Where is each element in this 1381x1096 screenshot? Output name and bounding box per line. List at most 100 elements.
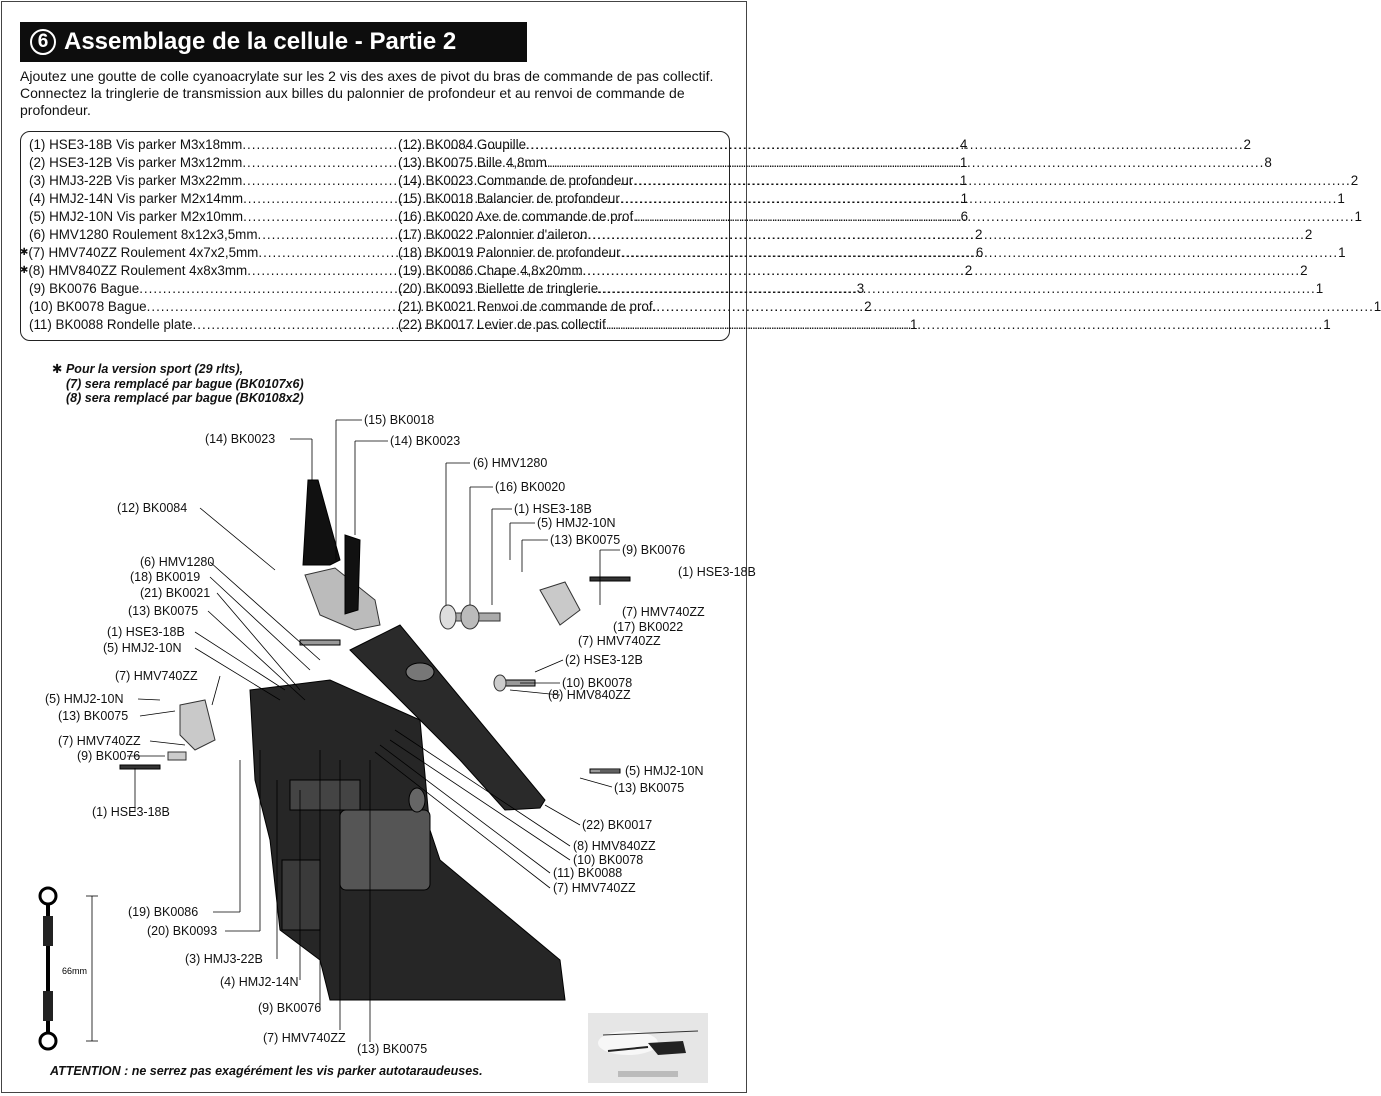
part-quantity: 8: [1264, 155, 1272, 170]
part-callout-label: (7) HMV740ZZ: [58, 734, 141, 748]
part-label: (5) HMJ2-10N Vis parker M2x10mm: [29, 209, 244, 224]
dot-leader: [547, 154, 1265, 172]
parts-list-item: (3) HMJ3-22B Vis parker M3x22mm1: [29, 172, 967, 190]
parts-list-item: (5) HMJ2-10N Vis parker M2x10mm6: [29, 208, 968, 226]
rod-dimension-label: 66mm: [62, 966, 87, 976]
part-callout-label: (13) BK0075: [357, 1042, 428, 1056]
parts-list-left: (1) HSE3-18B Vis parker M3x18mm4(2) HSE3…: [20, 136, 983, 334]
parts-list-item: (18) BK0019 Palonnier de profondeur 1: [398, 244, 1346, 262]
dot-leader: [587, 226, 1305, 244]
part-quantity: 2: [1300, 263, 1308, 278]
part-callout-label: (6) HMV1280: [140, 555, 215, 569]
part-label: (11) BK0088 Rondelle plate: [29, 317, 193, 332]
part-callout-label: (11) BK0088: [553, 866, 623, 880]
note-asterisk-icon: ✱: [52, 362, 63, 376]
part-callout-label: (5) HMJ2-10N: [103, 641, 182, 655]
parts-list-item: (6) HMV1280 Roulement 8x12x3,5mm2: [29, 226, 982, 244]
part-label: (22) BK0017 Levier de pas collectif: [398, 317, 606, 332]
part-callout-label: (9) BK0076: [258, 1001, 322, 1015]
part-callout-label: (21) BK0021: [140, 586, 211, 600]
part-callout-label: (8) HMV840ZZ: [573, 839, 656, 853]
part-callout-label: (1) HSE3-18B: [92, 805, 170, 819]
part-callout-label: (7) HMV740ZZ: [115, 669, 198, 683]
part-label: (15) BK0018 Balancier de profondeur: [398, 191, 620, 206]
parts-list-item: (11) BK0088 Rondelle plate1: [29, 316, 917, 334]
part-callout-label: (13) BK0075: [58, 709, 129, 723]
dot-leader: [526, 136, 1244, 154]
part-callout-label: (2) HSE3-12B: [565, 653, 643, 667]
part-label: (1) HSE3-18B Vis parker M3x18mm: [29, 137, 243, 152]
parts-list-item: (15) BK0018 Balancier de profondeur 1: [398, 190, 1345, 208]
section-title-bar: 6 Assemblage de la cellule - Partie 2: [20, 22, 527, 62]
dot-leader: [583, 262, 1301, 280]
note-line-2: (7) sera remplacé par bague (BK0107x6): [66, 376, 304, 391]
part-label: (14) BK0023 Commande de profondeur: [398, 173, 634, 188]
part-label: (7) HMV740ZZ Roulement 4x7x2,5mm: [28, 245, 259, 260]
part-quantity: 1: [1315, 281, 1324, 296]
parts-list-item: (14) BK0023 Commande de profondeur2: [398, 172, 1358, 190]
sport-version-asterisk-icon: ✱: [20, 265, 29, 276]
part-callout-label: (7) HMV740ZZ: [263, 1031, 346, 1045]
dot-leader: [598, 280, 1316, 298]
intro-paragraph: Ajoutez une goutte de colle cyanoacrylat…: [20, 68, 714, 118]
part-quantity: 1: [1373, 299, 1381, 314]
dot-leader: [606, 316, 1324, 334]
part-callout-label: (10) BK0078: [562, 676, 633, 690]
part-callout-label: (4) HMJ2-14N: [220, 975, 299, 989]
parts-list-item: (4) HMJ2-14N Vis parker M2x14mm1: [29, 190, 968, 208]
part-label: (8) HMV840ZZ Roulement 4x8x3mm: [28, 263, 248, 278]
part-label: (3) HMJ3-22B Vis parker M3x22mm: [29, 173, 243, 188]
part-label: (21) BK0021 Renvoi de commande de prof.: [398, 299, 657, 314]
attention-warning: ATTENTION : ne serrez pas exagérément le…: [50, 1064, 483, 1078]
part-label: (10) BK0078 Bague: [29, 299, 147, 314]
parts-list-item: (21) BK0021 Renvoi de commande de prof. 1: [398, 298, 1381, 316]
part-callout-label: (1) HSE3-18B: [107, 625, 185, 639]
part-label: (2) HSE3-12B Vis parker M3x12mm: [29, 155, 243, 170]
parts-list-item: (9) BK0076 Bague3: [29, 280, 864, 298]
part-callout-label: (7) HMV740ZZ: [622, 605, 705, 619]
parts-list-box: (1) HSE3-18B Vis parker M3x18mm4(2) HSE3…: [20, 131, 1381, 341]
dot-leader: [637, 208, 1355, 226]
part-callout-label: (14) BK0023: [205, 432, 276, 446]
part-callout-label: (7) HMV740ZZ: [578, 634, 661, 648]
part-callout-label: (5) HMJ2-10N: [537, 516, 616, 530]
parts-list-right: (12) BK0084 Goupille 2 (13) BK0075 Bille 4…: [398, 136, 1381, 334]
part-callout-label: (9) BK0076: [622, 543, 686, 557]
parts-list-item: (17) BK0022 Palonnier d'aileron 2: [398, 226, 1312, 244]
part-callout-label: (17) BK0022: [613, 620, 684, 634]
part-callout-label: (13) BK0075: [128, 604, 199, 618]
part-callout-label: (10) BK0078: [573, 853, 644, 867]
part-callout-label: (7) HMV740ZZ: [553, 881, 636, 895]
part-callout-label: (13) BK0075: [550, 533, 621, 547]
part-callout-label: (5) HMJ2-10N: [625, 764, 704, 778]
part-label: (12) BK0084 Goupille: [398, 137, 527, 152]
part-callout-label: (14) BK0023: [390, 434, 461, 448]
part-label: (13) BK0075 Bille 4,8mm: [398, 155, 547, 170]
part-callout-label: (13) BK0075: [614, 781, 685, 795]
part-callout-label: (20) BK0093: [147, 924, 218, 938]
part-label: (4) HMJ2-14N Vis parker M2x14mm: [29, 191, 244, 206]
parts-list-item: (2) HSE3-12B Vis parker M3x12mm1: [29, 154, 967, 172]
part-label: (17) BK0022 Palonnier d'aileron: [398, 227, 588, 242]
dot-leader: [621, 244, 1339, 262]
part-callout-label: (12) BK0084: [117, 501, 188, 515]
part-quantity: 2: [1304, 227, 1313, 242]
part-quantity: 1: [1337, 191, 1345, 206]
parts-list-item: (1) HSE3-18B Vis parker M3x18mm4: [29, 136, 967, 154]
section-title: Assemblage de la cellule - Partie 2: [64, 28, 457, 55]
helicopter-photo: [588, 1013, 708, 1083]
dot-leader: [633, 172, 1351, 190]
parts-list-item: (22) BK0017 Levier de pas collectif1: [398, 316, 1331, 334]
part-label: (6) HMV1280 Roulement 8x12x3,5mm: [29, 227, 258, 242]
step-number-badge: 6: [30, 29, 56, 55]
parts-list-item: (13) BK0075 Bille 4,8mm 8: [398, 154, 1272, 172]
part-label: (18) BK0019 Palonnier de profondeur: [398, 245, 621, 260]
part-callout-label: (5) HMJ2-10N: [45, 692, 124, 706]
part-label: (19) BK0086 Chape 4,8x20mm: [398, 263, 583, 278]
part-callout-label: (8) HMV840ZZ: [548, 688, 631, 702]
part-label: (20) BK0093 Biellette de tringlerie: [398, 281, 599, 296]
parts-list-item: (20) BK0093 Biellette de tringlerie 1: [398, 280, 1323, 298]
part-quantity: 1: [1338, 245, 1346, 260]
part-callout-label: (3) HMJ3-22B: [185, 952, 263, 966]
page-frame: [1, 1, 747, 1093]
